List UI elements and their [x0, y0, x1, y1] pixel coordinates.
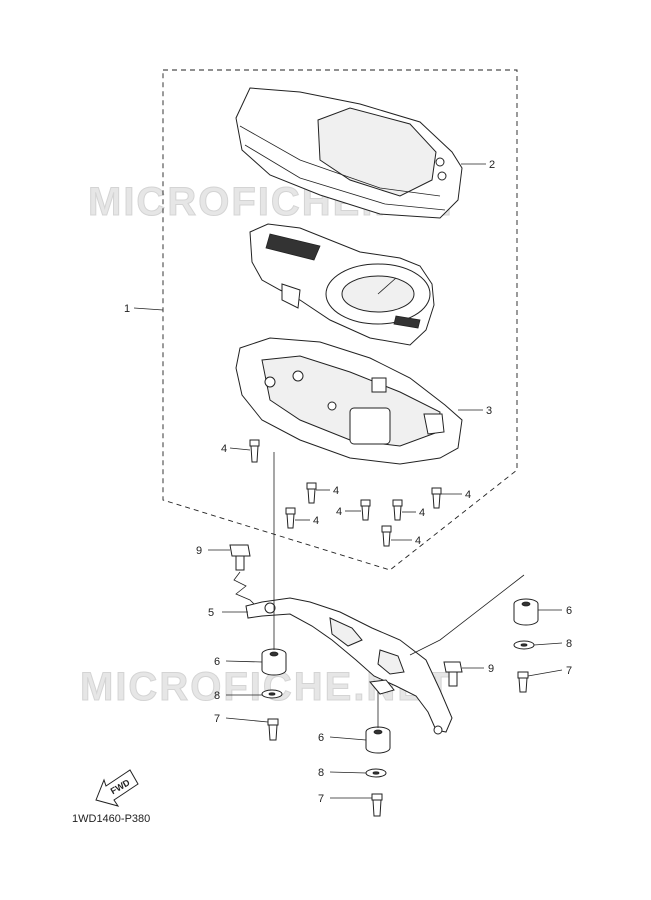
- callout-1: 1: [124, 303, 130, 315]
- washer-8-lower[interactable]: [365, 768, 387, 778]
- callout-4g: 4: [415, 535, 421, 547]
- screw-4b[interactable]: [306, 482, 317, 504]
- leader-4a: [229, 447, 251, 451]
- guide-line-right: [409, 574, 525, 656]
- meter-bracket[interactable]: [245, 597, 453, 735]
- leader-7a: [527, 669, 563, 677]
- damper-6-upper-right[interactable]: [513, 598, 539, 626]
- callout-8c: 8: [318, 767, 324, 779]
- assembly-boundary: [162, 69, 518, 571]
- callout-6b: 6: [214, 656, 220, 668]
- leader-6b: [225, 660, 263, 663]
- leader-8c: [329, 771, 367, 774]
- washer-8-right[interactable]: [513, 640, 535, 650]
- screw-4f[interactable]: [392, 499, 403, 521]
- callout-7c: 7: [318, 793, 324, 805]
- callout-4c: 4: [465, 489, 471, 501]
- leader-7b: [225, 717, 269, 723]
- callout-9b: 9: [488, 663, 494, 675]
- callout-4b: 4: [333, 485, 339, 497]
- washer-8-left[interactable]: [261, 689, 283, 699]
- callout-8b: 8: [214, 690, 220, 702]
- screw-4e[interactable]: [360, 499, 371, 521]
- damper-6-left[interactable]: [261, 648, 287, 676]
- screw-4a[interactable]: [249, 439, 260, 463]
- callout-2: 2: [489, 159, 495, 171]
- meter-case[interactable]: [235, 337, 463, 465]
- meter-cover[interactable]: [235, 87, 463, 219]
- callout-4d: 4: [313, 515, 319, 527]
- screw-4c[interactable]: [431, 487, 442, 509]
- bolt-9-left[interactable]: [229, 544, 257, 607]
- callout-6a: 6: [566, 605, 572, 617]
- screw-4g[interactable]: [381, 525, 392, 547]
- callout-7a: 7: [566, 665, 572, 677]
- callout-3: 3: [486, 405, 492, 417]
- damper-6-lower[interactable]: [365, 726, 391, 754]
- screw-4d[interactable]: [285, 507, 296, 529]
- callout-9a: 9: [196, 545, 202, 557]
- bolt-9-right[interactable]: [443, 661, 463, 687]
- callout-8a: 8: [566, 638, 572, 650]
- leader-8a: [533, 642, 563, 646]
- callout-4f: 4: [419, 507, 425, 519]
- meter-display[interactable]: [249, 223, 435, 346]
- screw-7-right[interactable]: [517, 671, 529, 693]
- screw-7-left[interactable]: [267, 718, 279, 741]
- screw-7-lower[interactable]: [371, 793, 383, 817]
- callout-6c: 6: [318, 732, 324, 744]
- diagram-code: 1WD1460-P380: [72, 813, 150, 825]
- leader-6c: [329, 736, 367, 741]
- callout-7b: 7: [214, 713, 220, 725]
- callout-4a: 4: [221, 443, 227, 455]
- fwd-arrow-icon: FWD: [95, 769, 139, 807]
- callout-5: 5: [208, 607, 214, 619]
- callout-4e: 4: [336, 506, 342, 518]
- leader-1: [133, 307, 164, 311]
